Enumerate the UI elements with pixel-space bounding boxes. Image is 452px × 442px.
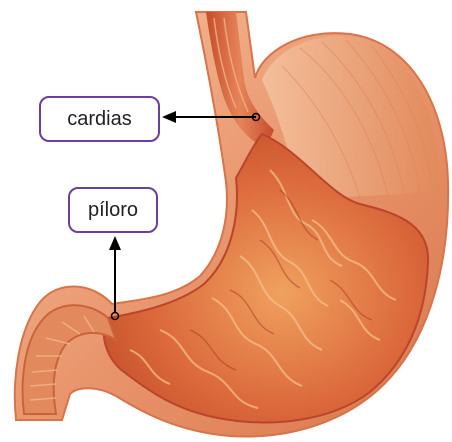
piloro-arrowhead	[109, 236, 121, 250]
cardias-arrowhead	[162, 111, 176, 123]
label-piloro-text: píloro	[88, 200, 138, 220]
label-piloro: píloro	[68, 187, 158, 233]
label-cardias: cardias	[39, 96, 160, 142]
label-cardias-text: cardias	[67, 109, 131, 129]
